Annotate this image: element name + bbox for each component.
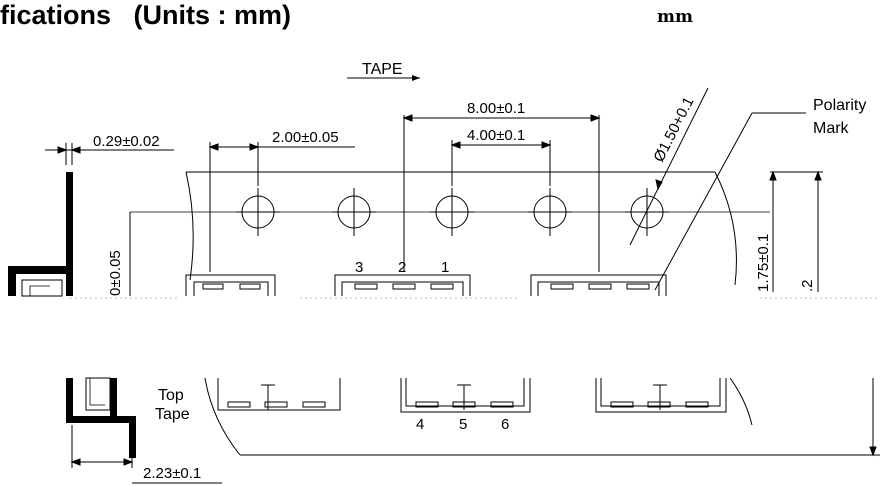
dimension-pocket-to-hole: 2.00±0.05 bbox=[208, 129, 355, 272]
dimension-pocket-pitch: 4.00±0.1 bbox=[450, 127, 552, 186]
pin-label: 5 bbox=[459, 416, 467, 433]
pocket-depth-label: 2.23±0.1 bbox=[143, 465, 201, 482]
cover-tape-label-line1: Top bbox=[158, 387, 184, 404]
pin-label: 6 bbox=[501, 416, 509, 433]
sprocket-hole bbox=[236, 188, 280, 236]
cover-tape-label-line2: Tape bbox=[155, 406, 190, 423]
sprocket-hole bbox=[332, 188, 376, 236]
sprocket-hole bbox=[625, 188, 669, 236]
sprocket-hole bbox=[430, 188, 474, 236]
dimension-pocket-depth: 2.23±0.1 bbox=[70, 425, 222, 484]
tape-cross-section-top: 0±0.05 bbox=[8, 172, 131, 297]
left-dim-label: 0±0.05 bbox=[107, 250, 124, 296]
polarity-mark-callout: Polarity Mark bbox=[654, 97, 866, 291]
pin-label: 3 bbox=[355, 259, 363, 276]
dimension-tape-thickness: 0.29±0.02 bbox=[45, 133, 174, 165]
pockets-bottom bbox=[217, 378, 727, 413]
pin-label: 2 bbox=[398, 259, 406, 276]
pockets-top bbox=[185, 274, 667, 296]
hole-diameter-label: Ø1.50+0.1 bbox=[650, 94, 697, 165]
pin-label: 4 bbox=[416, 416, 424, 433]
pocket-to-hole-label: 2.00±0.05 bbox=[272, 129, 339, 146]
pitch-pocket-label: 4.00±0.1 bbox=[467, 127, 525, 144]
tape-width-label: .2 bbox=[799, 279, 816, 292]
pitch-sprocket-label: 8.00±0.1 bbox=[467, 100, 525, 117]
tape-direction-arrow: TAPE bbox=[347, 61, 420, 81]
tape-direction-label: TAPE bbox=[362, 61, 403, 78]
unit-mark: mm bbox=[657, 7, 693, 27]
dimension-edge-to-hole: 1.75±0.1 bbox=[755, 170, 777, 292]
polarity-label-line2: Mark bbox=[813, 120, 850, 137]
tape-thickness-label: 0.29±0.02 bbox=[93, 133, 160, 150]
edge-to-hole-label: 1.75±0.1 bbox=[755, 234, 772, 292]
section-heading: fications (Units : mm) bbox=[0, 0, 292, 30]
polarity-label-line1: Polarity bbox=[813, 97, 866, 114]
dimension-tape-width: .2 bbox=[799, 170, 822, 292]
tape-outline bbox=[130, 171, 823, 286]
dimension-hole-diameter: Ø1.50+0.1 bbox=[629, 87, 709, 246]
tape-cross-section-bottom: Top Tape bbox=[66, 377, 190, 458]
sprocket-holes bbox=[236, 188, 669, 236]
pin-label: 1 bbox=[441, 259, 449, 276]
sprocket-hole bbox=[528, 188, 572, 236]
dimension-sprocket-pitch: 8.00±0.1 bbox=[402, 100, 601, 272]
tape-outline-bottom bbox=[204, 377, 880, 457]
